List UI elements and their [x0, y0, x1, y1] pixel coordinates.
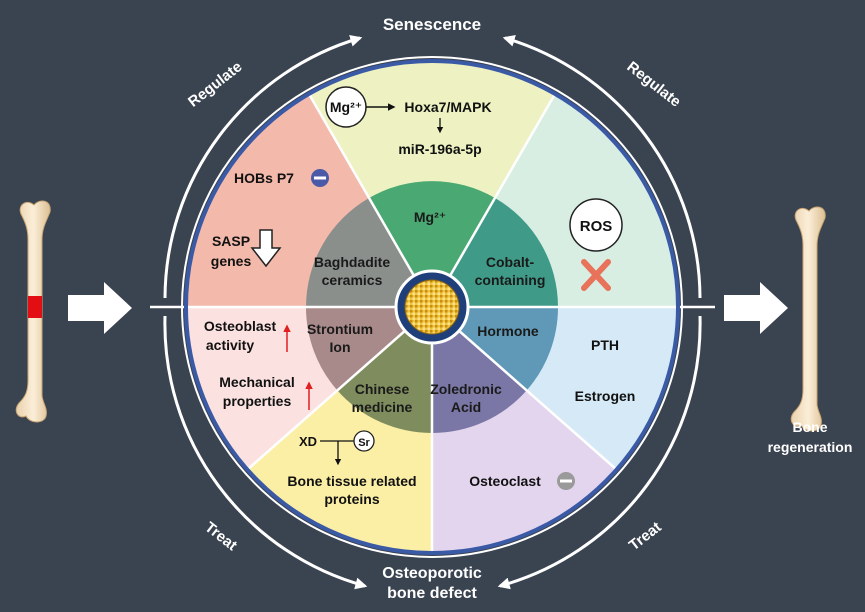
- osteoporotic-label: Osteoporotic: [382, 565, 482, 582]
- inner-strontium-2: Ion: [330, 339, 351, 355]
- hobs-text: HOBs P7: [234, 170, 294, 186]
- mechanical-text-2: properties: [223, 393, 292, 409]
- bone-proteins-text-1: Bone tissue related: [287, 473, 416, 489]
- mg-badge-text: Mg²⁺: [330, 99, 362, 115]
- senescence-label: Senescence: [383, 15, 481, 34]
- inner-chinese-2: medicine: [352, 399, 413, 415]
- bone-defect-label: bone defect: [387, 585, 477, 602]
- defect-bone-image: [15, 200, 51, 423]
- ros-badge: [569, 198, 623, 252]
- sr-badge: [353, 430, 375, 452]
- scaffold-center: [394, 269, 470, 345]
- inner-circle: [305, 181, 559, 434]
- osteoblast-text-2: activity: [206, 337, 254, 353]
- minus-icon-hobs: [311, 169, 329, 187]
- ros-text: ROS: [580, 218, 613, 235]
- slice-dividers: [150, 93, 715, 553]
- bone-regeneration-label-2: regeneration: [768, 439, 853, 455]
- down-arrow-icon: [250, 229, 282, 268]
- regulate-left-label: Regulate: [185, 58, 245, 110]
- estrogen-text: Estrogen: [575, 388, 636, 404]
- mechanical-text-1: Mechanical: [219, 374, 294, 390]
- ring-border: [184, 59, 680, 555]
- inner-baghdadite-2: ceramics: [322, 272, 383, 288]
- xd-text: XD: [299, 434, 317, 449]
- right-big-arrow: [724, 282, 788, 334]
- inner-chinese-1: Chinese: [355, 381, 410, 397]
- treat-left-label: Treat: [201, 519, 240, 554]
- osteoblast-text-1: Osteoblast: [204, 318, 277, 334]
- treat-right-label: Treat: [626, 519, 665, 554]
- osteoclast-text: Osteoclast: [469, 473, 541, 489]
- sr-text: Sr: [358, 437, 370, 449]
- bone-proteins-text-2: proteins: [324, 491, 379, 507]
- hoxa-text: Hoxa7/MAPK: [404, 99, 491, 115]
- bone-regeneration-label-1: Bone: [793, 419, 828, 435]
- left-big-arrow: [68, 282, 132, 334]
- inner-zoledronic-2: Acid: [451, 399, 481, 415]
- mir-text: miR-196a-5p: [398, 141, 481, 157]
- inner-cobalt-1: Cobalt-: [486, 254, 535, 270]
- sasp-text-2: genes: [211, 253, 252, 269]
- inner-strontium-1: Strontium: [307, 321, 373, 337]
- minus-icon-osteoclast: [557, 472, 575, 490]
- regenerated-bone-image: [790, 206, 826, 432]
- sasp-text-1: SASP: [212, 233, 250, 249]
- pth-text: PTH: [591, 337, 619, 353]
- inner-hormone: Hormone: [477, 323, 539, 339]
- inhibit-x-icon: [581, 259, 611, 291]
- inner-zoledronic-1: Zoledronic: [430, 381, 502, 397]
- cycle-arrows: [163, 34, 702, 590]
- inner-baghdadite-1: Baghdadite: [314, 254, 390, 270]
- inner-mg: Mg²⁺: [414, 209, 446, 225]
- inner-cobalt-2: containing: [475, 272, 546, 288]
- regulate-right-label: Regulate: [624, 58, 684, 110]
